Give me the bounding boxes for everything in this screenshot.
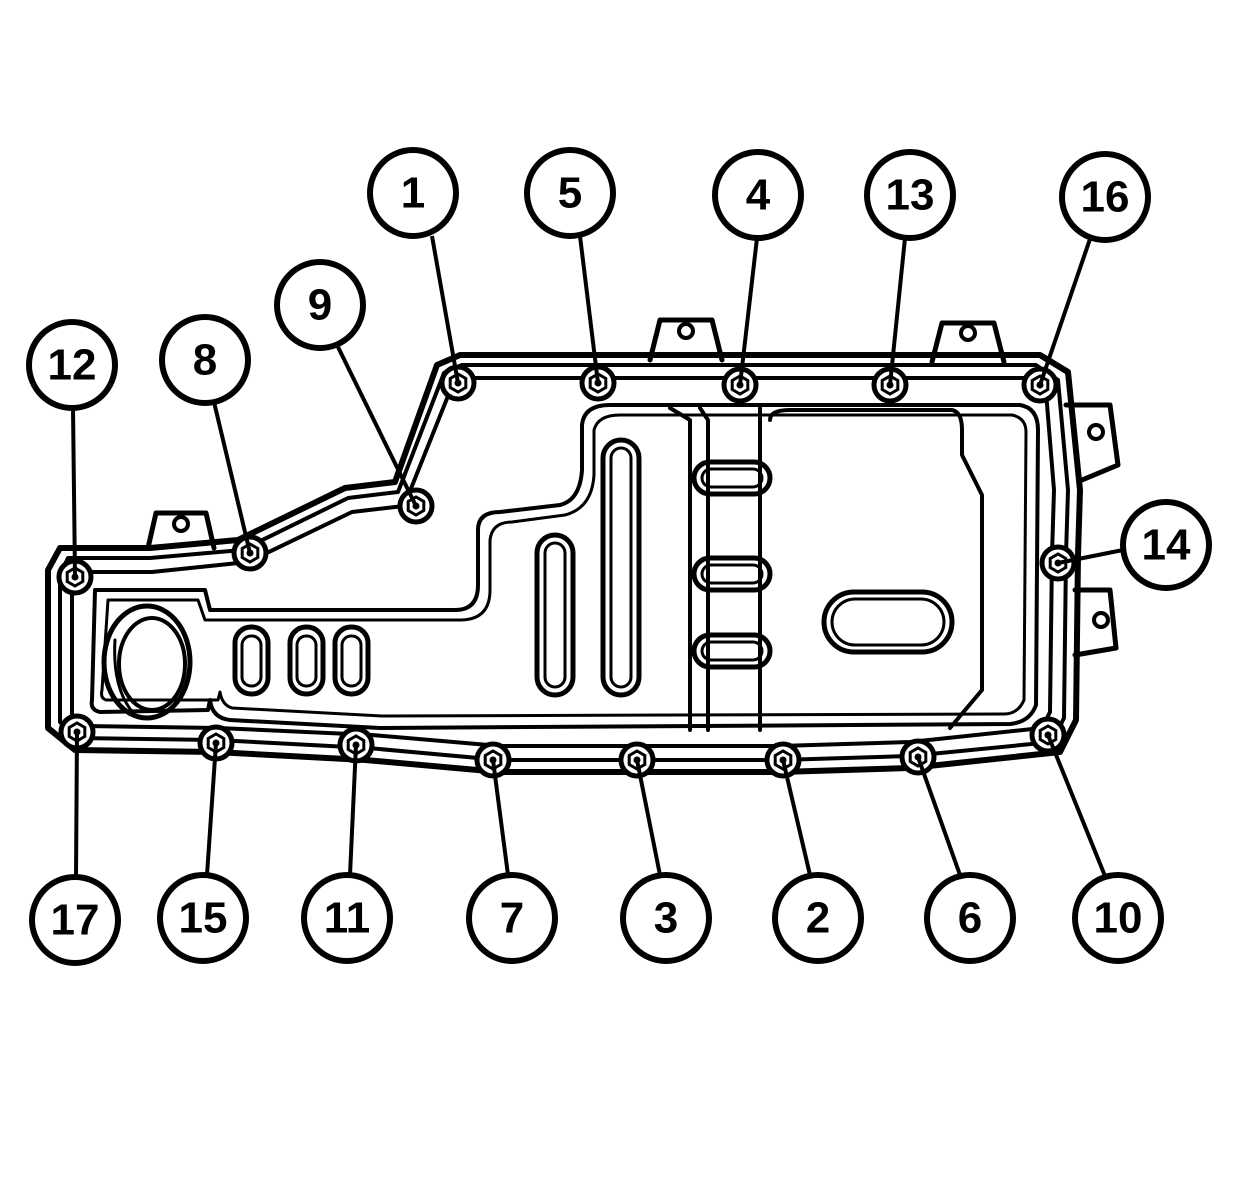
callout-2: 2 (772, 872, 864, 964)
callout-17: 17 (29, 874, 121, 966)
leader-12 (71, 407, 77, 578)
mounting-tabs (145, 317, 1121, 658)
right-panel (768, 408, 984, 730)
callout-8: 8 (159, 314, 251, 406)
callout-10: 10 (1072, 872, 1164, 964)
leader-15 (205, 742, 218, 876)
leader-4 (738, 237, 759, 386)
leader-5 (578, 235, 600, 384)
leader-3 (635, 759, 662, 876)
leader-16 (1038, 238, 1092, 386)
callout-13-label: 13 (886, 171, 935, 220)
callout-12: 12 (26, 319, 118, 411)
leader-8 (212, 401, 252, 554)
callout-6-label: 6 (958, 894, 982, 943)
callout-15-label: 15 (179, 894, 228, 943)
drain-boss (101, 603, 193, 721)
leader-10 (1046, 734, 1107, 877)
callout-9: 9 (274, 259, 366, 351)
callouts: 1 5 4 13 16 9 12 8 (26, 147, 1212, 966)
callout-10-label: 10 (1094, 894, 1143, 943)
callout-2-label: 2 (806, 894, 830, 943)
leader-11 (348, 744, 358, 876)
gasket-line-inner (70, 376, 1056, 748)
callout-5: 5 (524, 147, 616, 239)
ribs-vertical (534, 437, 642, 698)
callout-5-label: 5 (558, 169, 582, 218)
callout-9-label: 9 (308, 281, 332, 330)
gasket-line-outer (58, 363, 1070, 762)
callout-17-label: 17 (51, 896, 100, 945)
oil-pan (45, 317, 1121, 775)
leader-9 (336, 346, 418, 507)
callout-7-label: 7 (500, 894, 524, 943)
callout-12-label: 12 (48, 341, 97, 390)
leader-6 (916, 756, 962, 876)
bolt-3 (618, 741, 656, 779)
leader-17 (74, 731, 79, 878)
callout-15: 15 (157, 872, 249, 964)
pan-floor-outline (89, 403, 1040, 730)
ribs-left (232, 624, 371, 697)
center-channel (668, 406, 773, 732)
callout-11-label: 11 (324, 894, 371, 943)
callout-11: 11 (301, 872, 393, 964)
callout-13: 13 (864, 149, 956, 241)
leader-1 (430, 235, 460, 384)
callout-16: 16 (1059, 151, 1151, 243)
callout-3: 3 (620, 872, 712, 964)
callout-1: 1 (367, 147, 459, 239)
callout-1-label: 1 (401, 169, 425, 218)
leader-7 (491, 759, 510, 876)
callout-6: 6 (924, 872, 1016, 964)
callout-14-label: 14 (1142, 521, 1191, 570)
callout-14: 14 (1120, 499, 1212, 591)
callout-8-label: 8 (193, 336, 217, 385)
leader-13 (888, 237, 907, 386)
leader-lines (71, 235, 1124, 878)
callout-3-label: 3 (654, 894, 678, 943)
leader-14 (1057, 548, 1124, 565)
callout-4: 4 (712, 149, 804, 241)
leader-2 (781, 759, 812, 876)
callout-16-label: 16 (1081, 173, 1130, 222)
callout-7: 7 (466, 872, 558, 964)
pan-flange-outer (45, 352, 1083, 775)
callout-4-label: 4 (746, 171, 771, 220)
